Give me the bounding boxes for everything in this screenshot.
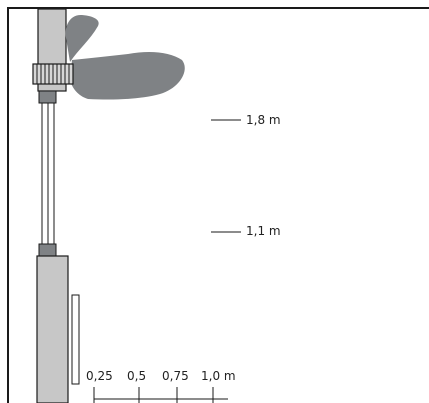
service-panel (71, 294, 80, 385)
turbine-blade-upper (65, 14, 99, 63)
upper-connector (38, 90, 57, 104)
frame-border (7, 7, 429, 403)
hub-ribs (36, 64, 70, 84)
scale-label-3: 1,0 m (201, 369, 236, 383)
lower-connector (38, 243, 57, 257)
turbine-blade-lower (70, 52, 185, 100)
scale-label-1: 0,5 (127, 369, 147, 383)
scale-label-2: 0,75 (162, 369, 189, 383)
scale-label-0: 0,25 (86, 369, 113, 383)
height-label-lower: 1,1 m (246, 224, 281, 238)
height-label-upper: 1,8 m (246, 113, 281, 127)
lower-pole (36, 255, 69, 403)
